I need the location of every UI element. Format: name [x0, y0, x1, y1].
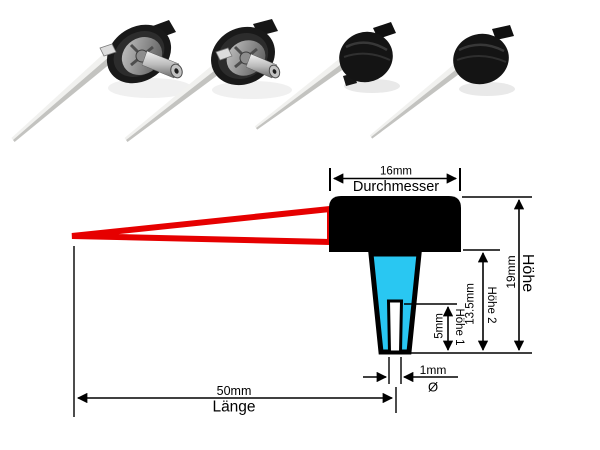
needle-clip	[215, 47, 233, 61]
disc-tab	[492, 25, 514, 40]
product-photo-4	[369, 25, 515, 139]
dim-length-label: Länge	[212, 398, 256, 416]
dim-height-total-value: 19mm	[504, 255, 518, 289]
product-photo-1	[11, 20, 192, 142]
disc-gloss	[458, 43, 505, 53]
hand-hub-cap-shape	[329, 196, 461, 252]
photo-shadow	[212, 81, 292, 99]
product-photo-2	[124, 19, 292, 142]
hand-needle-shade	[13, 56, 114, 142]
dim-height-2-value: 13.5mm	[464, 283, 477, 325]
disc-gloss	[456, 55, 507, 63]
hand-needle-shade	[126, 60, 232, 142]
hand-needle-shade	[256, 62, 348, 130]
dim-bore-label: Ø	[427, 379, 439, 395]
photo-shadow	[344, 79, 400, 93]
hand-needle-shade	[371, 68, 462, 139]
dim-height-1-label: Höhe 1	[452, 308, 465, 346]
dim-bore-value: 1mm	[419, 363, 447, 377]
dim-diameter-value: 16mm	[380, 165, 412, 178]
hub-shaft-hole	[272, 69, 277, 74]
dim-height-total-label: Höhe	[519, 253, 536, 293]
disc-gloss	[343, 52, 391, 61]
hand-pointer-outline	[71, 206, 333, 245]
hand-needle	[124, 55, 228, 140]
hand-needle	[254, 57, 344, 128]
technical-drawing	[71, 168, 532, 417]
hand-needle	[369, 63, 458, 138]
product-photo-3	[254, 22, 400, 130]
photo-shadow	[459, 82, 515, 96]
dim-diameter-label: Durchmesser	[352, 178, 440, 195]
hub-shaft	[141, 50, 180, 79]
hub-shaft-hole	[174, 68, 179, 74]
needle-clip	[99, 43, 117, 57]
shaft-hole-shape	[386, 299, 404, 354]
hand-needle	[11, 51, 110, 140]
dim-height-2-label: Höhe 2	[484, 286, 497, 324]
dim-height-1-value: 5mm	[433, 313, 446, 339]
disc-gloss	[345, 41, 388, 52]
dim-length-value: 50mm	[216, 383, 252, 398]
